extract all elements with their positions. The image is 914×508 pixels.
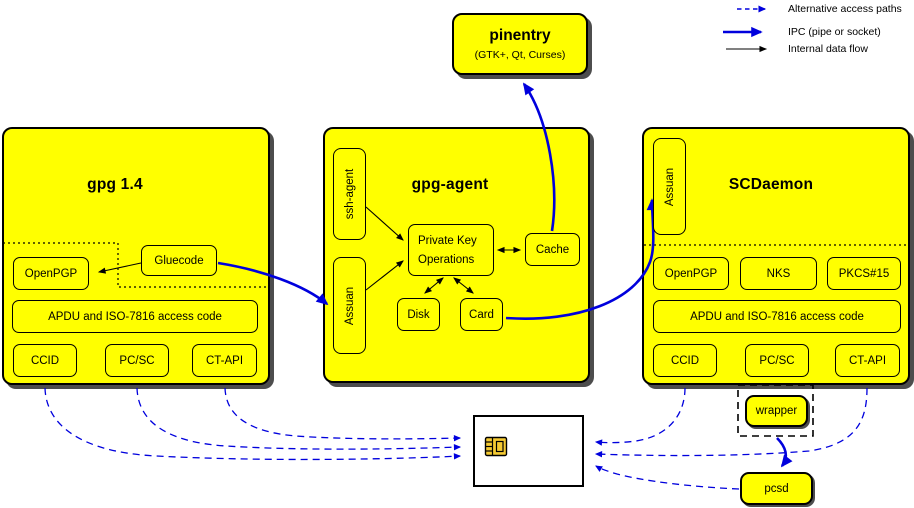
gpg-agent-title: gpg-agent <box>411 176 489 193</box>
cache-box: Cache <box>525 233 580 266</box>
alt-gpg14-pcsc-to-card <box>136 387 462 451</box>
card-box: Card <box>460 298 503 331</box>
pinentry-box: pinentry (GTK+, Qt, Curses) <box>452 13 588 75</box>
gpg14-title: gpg 1.4 <box>87 176 143 193</box>
gpg14-ccid-box: CCID <box>13 344 77 377</box>
private-key-operations-box: Private Key Operations <box>408 224 494 276</box>
pinentry-subtitle: (GTK+, Qt, Curses) <box>474 49 566 61</box>
assuan-label: Assuan <box>343 286 356 325</box>
wrapper-box: wrapper <box>745 395 808 427</box>
gpg14-ctapi-box: CT-API <box>192 344 257 377</box>
pko-line1: Private Key <box>418 235 477 247</box>
gpg14-pcsc-box: PC/SC <box>105 344 169 377</box>
scdaemon-apdu-box: APDU and ISO-7816 access code <box>653 300 901 333</box>
pcsd-box: pcsd <box>740 472 813 505</box>
scdaemon-module-box <box>642 127 910 385</box>
legend-label-ipc: IPC (pipe or socket) <box>788 26 881 38</box>
gpg14-gluecode-box: Gluecode <box>141 245 217 276</box>
ipc-wrapper-to-pcsd <box>776 437 793 468</box>
pinentry-title: pinentry <box>489 27 551 44</box>
scdaemon-openpgp-box: OpenPGP <box>653 257 729 290</box>
alt-gpg14-ctapi-to-card <box>224 387 462 442</box>
legend-label-alternative: Alternative access paths <box>788 3 902 15</box>
alt-scdaemon-ccid-to-card <box>594 387 686 446</box>
gpg14-apdu-box: APDU and ISO-7816 access code <box>12 300 258 333</box>
gpg-agent-assuan-box: Assuan <box>333 257 366 354</box>
alt-pcsd-to-card <box>595 465 740 490</box>
scdaemon-ccid-box: CCID <box>653 344 717 377</box>
scdaemon-title: SCDaemon <box>728 176 814 193</box>
scdaemon-nks-box: NKS <box>740 257 817 290</box>
gpg14-openpgp-box: OpenPGP <box>13 257 89 290</box>
scdaemon-assuan-label: Assuan <box>663 167 676 206</box>
scdaemon-assuan-box: Assuan <box>653 138 686 235</box>
disk-box: Disk <box>397 298 440 331</box>
smartcard-box <box>473 415 584 487</box>
ssh-agent-label: ssh-agent <box>343 168 356 220</box>
alt-scdaemon-ctapi-to-card <box>594 387 868 458</box>
pko-line2: Operations <box>418 254 475 266</box>
scdaemon-pcsc-box: PC/SC <box>745 344 809 377</box>
scdaemon-ctapi-box: CT-API <box>835 344 900 377</box>
gpg-agent-ssh-agent-box: ssh-agent <box>333 148 366 240</box>
scdaemon-pkcs15-box: PKCS#15 <box>827 257 901 290</box>
legend-label-internal: Internal data flow <box>788 43 868 55</box>
alt-gpg14-ccid-to-card <box>44 387 462 461</box>
